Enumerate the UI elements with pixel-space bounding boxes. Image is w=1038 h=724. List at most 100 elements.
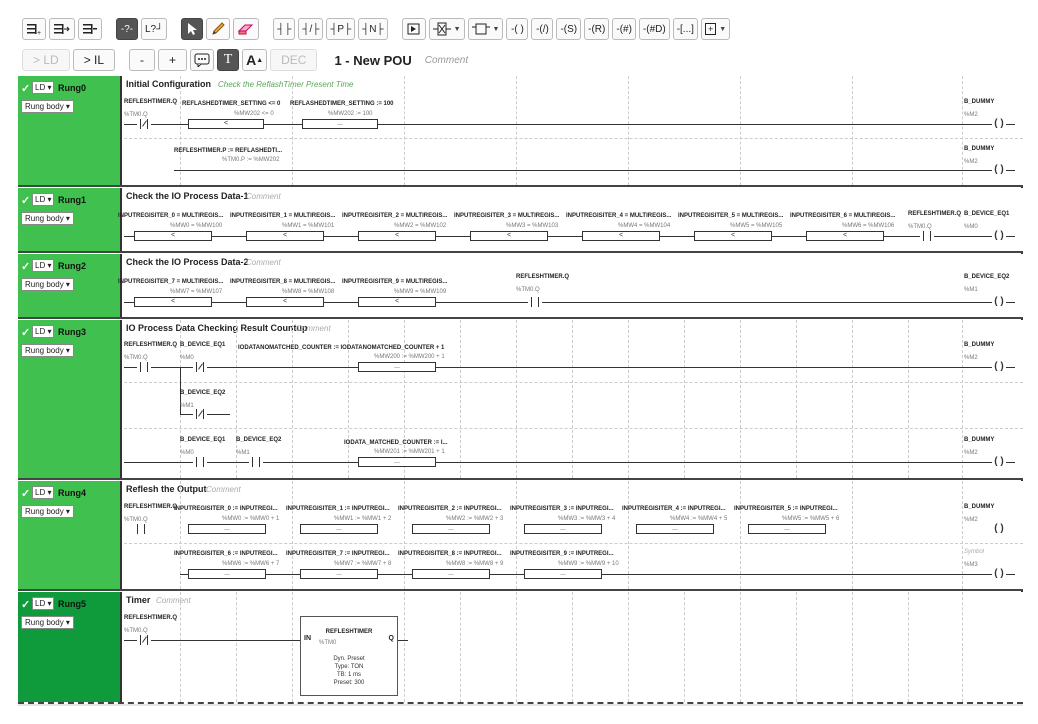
- contact-no[interactable]: [528, 297, 542, 307]
- draw-pencil-icon[interactable]: [206, 18, 231, 40]
- rung-title[interactable]: Initial Configuration: [126, 79, 211, 89]
- coil-button[interactable]: -( ): [506, 18, 529, 40]
- coil-symbol-placeholder[interactable]: Symbol: [964, 549, 985, 555]
- coil[interactable]: ( ): [992, 362, 1006, 372]
- convert-to-il-button[interactable]: > IL: [72, 49, 116, 71]
- text-format-icon[interactable]: T: [217, 49, 240, 71]
- negated-coil-button[interactable]: -(/): [531, 18, 554, 40]
- contact-nc[interactable]: [137, 635, 151, 645]
- coil[interactable]: ( ): [992, 297, 1006, 307]
- insert-rung-before-icon[interactable]: +: [22, 18, 46, 40]
- xor-block-dropdown[interactable]: ▼: [428, 18, 465, 40]
- coil[interactable]: ( ): [992, 119, 1006, 129]
- coil[interactable]: ( ): [992, 231, 1006, 241]
- assign-block[interactable]: ...: [748, 524, 826, 534]
- contact-nc-button[interactable]: ┤/├: [298, 18, 324, 40]
- compare-block[interactable]: <: [806, 231, 884, 241]
- assign-block[interactable]: ...: [188, 569, 266, 579]
- rung-title[interactable]: IO Process Data Checking Result Countup: [126, 323, 308, 333]
- coil[interactable]: ( ): [992, 569, 1006, 579]
- assign-block[interactable]: ...: [636, 524, 714, 534]
- assign-block[interactable]: ...: [524, 524, 602, 534]
- contact-no-button[interactable]: ┤├: [273, 18, 296, 40]
- compare-block[interactable]: <: [358, 231, 436, 241]
- toggle-close-branch-button[interactable]: L?┘: [141, 18, 168, 40]
- compare-block[interactable]: <: [134, 297, 212, 307]
- contact-no[interactable]: [920, 231, 934, 241]
- rung-body-select[interactable]: Rung body ▾: [21, 278, 74, 291]
- language-select[interactable]: LD ▾: [32, 597, 55, 610]
- rung-body-select[interactable]: Rung body ▾: [21, 212, 74, 225]
- rung-body-select[interactable]: Rung body ▾: [21, 344, 74, 357]
- decimal-format-button[interactable]: DEC: [270, 49, 318, 71]
- rung-content[interactable]: Initial Configuration Check the ReflashT…: [124, 76, 1023, 185]
- rung-sidebar[interactable]: ✓ LD ▾ Rung0 Rung body ▾: [18, 76, 122, 185]
- insert-rung-after-icon[interactable]: [49, 18, 75, 40]
- add-element-dropdown[interactable]: +▼: [700, 18, 731, 40]
- assign-block[interactable]: ...: [300, 524, 378, 534]
- toggle-open-branch-button[interactable]: -?-: [116, 18, 138, 40]
- rung-comment[interactable]: Comment: [246, 258, 281, 267]
- rung-title[interactable]: Check the IO Process Data-1: [126, 191, 249, 201]
- compare-block[interactable]: <: [358, 297, 436, 307]
- contact-nc[interactable]: [137, 119, 151, 129]
- reset-coil-button[interactable]: -(R): [584, 18, 610, 40]
- contact-no[interactable]: [249, 457, 263, 467]
- pou-comment[interactable]: Comment: [424, 54, 469, 66]
- contact-nc[interactable]: [193, 362, 207, 372]
- comment-toggle-icon[interactable]: [190, 49, 215, 71]
- rung-title[interactable]: Timer: [126, 595, 151, 605]
- rung-sidebar[interactable]: ✓ LD ▾ Rung3 Rung body ▾: [18, 320, 122, 478]
- rung-title[interactable]: Reflesh the Output: [126, 484, 207, 494]
- rung-body-select[interactable]: Rung body ▾: [21, 100, 74, 113]
- language-select[interactable]: LD ▾: [32, 193, 55, 206]
- falling-coil-button[interactable]: -(#D): [638, 18, 670, 40]
- language-select[interactable]: LD ▾: [32, 325, 55, 338]
- rung-sidebar[interactable]: ✓ LD ▾ Rung5 Rung body ▾: [18, 592, 122, 702]
- select-pointer-icon[interactable]: [181, 18, 204, 40]
- rung-content[interactable]: IO Process Data Checking Result Countup …: [124, 320, 1023, 478]
- rung-comment[interactable]: Comment: [296, 324, 331, 333]
- rung-body-select[interactable]: Rung body ▾: [21, 616, 74, 629]
- compare-block[interactable]: <: [582, 231, 660, 241]
- compare-block[interactable]: <: [246, 231, 324, 241]
- coil[interactable]: ( ): [992, 165, 1006, 175]
- assign-block[interactable]: ...: [300, 569, 378, 579]
- coil[interactable]: ( ): [992, 524, 1006, 534]
- contact-falling-button[interactable]: ┤N├: [358, 18, 388, 40]
- compare-block[interactable]: <: [694, 231, 772, 241]
- rung-sidebar[interactable]: ✓ LD ▾ Rung4 Rung body ▾: [18, 481, 122, 589]
- rung-body-select[interactable]: Rung body ▾: [21, 505, 74, 518]
- contact-no[interactable]: [137, 362, 151, 372]
- assign-block[interactable]: ...: [412, 569, 490, 579]
- compare-block[interactable]: <: [470, 231, 548, 241]
- rung-sidebar[interactable]: ✓ LD ▾ Rung1 Rung body ▾: [18, 188, 122, 251]
- zoom-out-button[interactable]: -: [129, 49, 156, 71]
- rung-comment[interactable]: Comment: [156, 596, 191, 605]
- compare-block[interactable]: <: [134, 231, 212, 241]
- compare-block[interactable]: <: [188, 119, 264, 129]
- convert-to-ld-button[interactable]: > LD: [22, 49, 70, 71]
- assign-block[interactable]: ...: [524, 569, 602, 579]
- rung-comment[interactable]: Check the ReflashTimer Present Time: [218, 80, 354, 89]
- contact-no[interactable]: [134, 524, 148, 534]
- set-coil-button[interactable]: -(S): [556, 18, 582, 40]
- rung-content[interactable]: Reflesh the Output Comment REFLESHTIMER.…: [124, 481, 1023, 589]
- rung-content[interactable]: Check the IO Process Data-2 Comment INPU…: [118, 254, 1023, 317]
- rung-comment[interactable]: Comment: [206, 485, 241, 494]
- timer-function-block[interactable]: REFLESHTIMER IN Q %TM0 Dyn. Preset Type:…: [300, 616, 398, 696]
- compare-block[interactable]: <: [246, 297, 324, 307]
- rung-content[interactable]: Timer Comment REFLESHTIMER.Q %TM0.Q REFL…: [124, 592, 1023, 702]
- zoom-in-button[interactable]: +: [158, 49, 188, 71]
- eraser-icon[interactable]: [233, 18, 260, 40]
- language-select[interactable]: LD ▾: [32, 486, 55, 499]
- rising-coil-button[interactable]: -(#): [612, 18, 636, 40]
- language-select[interactable]: LD ▾: [32, 81, 55, 94]
- assign-block[interactable]: ...: [358, 457, 436, 467]
- rung-sidebar[interactable]: ✓ LD ▾ Rung2 Rung body ▾: [18, 254, 122, 317]
- insert-block-icon[interactable]: [401, 18, 426, 40]
- assign-block[interactable]: ...: [412, 524, 490, 534]
- rung-title[interactable]: Check the IO Process Data-2: [126, 257, 249, 267]
- rung-content[interactable]: Check the IO Process Data-1 Comment INPU…: [118, 188, 1023, 251]
- font-size-increase-icon[interactable]: A▲: [242, 49, 268, 71]
